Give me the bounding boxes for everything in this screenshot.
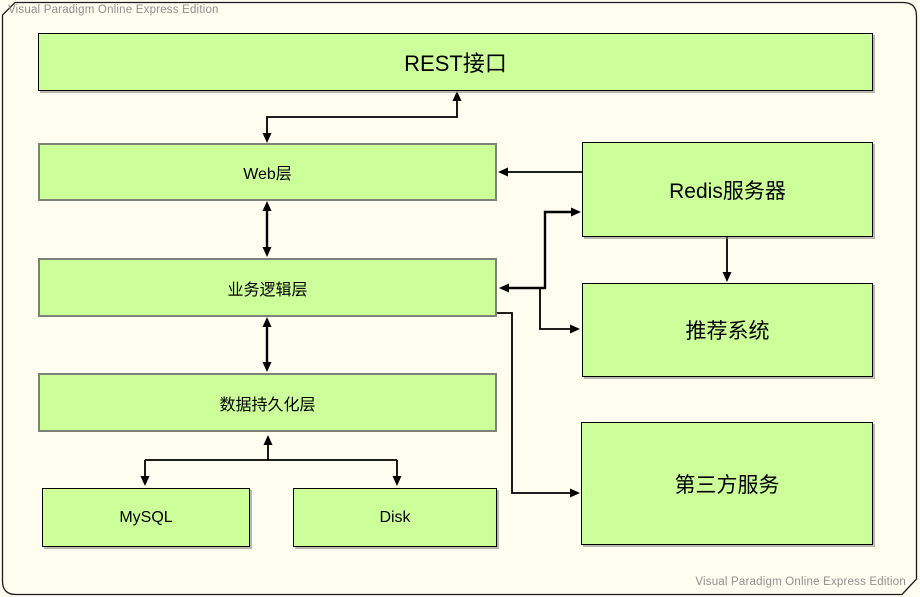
edge-logic-redis[interactable] bbox=[499, 207, 581, 293]
watermark-bottom-right: Visual Paradigm Online Express Edition bbox=[695, 576, 906, 588]
node-web-layer[interactable]: Web层 bbox=[38, 143, 497, 201]
node-rest-api-label: REST接口 bbox=[404, 51, 507, 76]
node-redis-server-label: Redis服务器 bbox=[669, 179, 786, 203]
node-recommendation-system-label: 推荐系统 bbox=[685, 320, 770, 343]
node-mysql[interactable]: MySQL bbox=[42, 488, 250, 547]
node-data-persistence-layer-label: 数据持久化层 bbox=[219, 396, 316, 414]
node-third-party-service[interactable]: 第三方服务 bbox=[581, 422, 873, 545]
edge-redis-recommend[interactable] bbox=[722, 237, 732, 282]
node-business-logic-layer[interactable]: 业务逻辑层 bbox=[38, 258, 497, 317]
node-mysql-label: MySQL bbox=[119, 508, 173, 526]
edge-redis-web[interactable] bbox=[498, 167, 582, 177]
edge-web-logic[interactable] bbox=[262, 201, 272, 257]
node-data-persistence-layer[interactable]: 数据持久化层 bbox=[38, 373, 497, 432]
edge-persist-storage[interactable] bbox=[140, 435, 402, 486]
node-disk[interactable]: Disk bbox=[293, 488, 497, 547]
watermark-top-left: Visual Paradigm Online Express Edition bbox=[8, 4, 219, 16]
edge-logic-recommend[interactable] bbox=[539, 289, 580, 334]
node-business-logic-layer-label: 业务逻辑层 bbox=[227, 281, 308, 299]
node-rest-api[interactable]: REST接口 bbox=[38, 33, 873, 91]
node-web-layer-label: Web层 bbox=[243, 166, 292, 183]
edge-web-rest[interactable] bbox=[262, 91, 462, 143]
node-third-party-service-label: 第三方服务 bbox=[674, 473, 780, 497]
edge-logic-persist[interactable] bbox=[262, 317, 272, 372]
edge-logic-thirdparty[interactable] bbox=[497, 312, 580, 498]
node-redis-server[interactable]: Redis服务器 bbox=[582, 142, 873, 237]
node-recommendation-system[interactable]: 推荐系统 bbox=[582, 283, 873, 377]
node-disk-label: Disk bbox=[379, 508, 411, 526]
